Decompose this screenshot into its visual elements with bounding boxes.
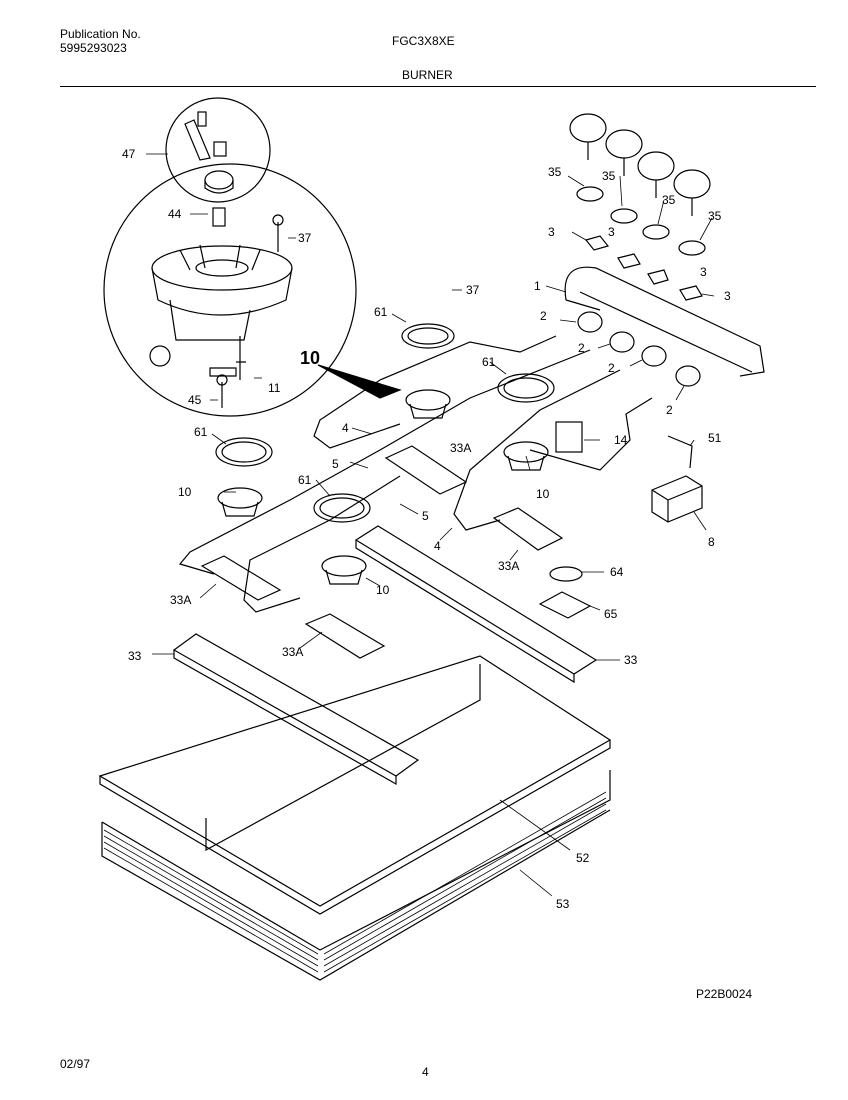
- callout-2-d: 2: [666, 403, 673, 417]
- gas-tubes: [178, 335, 653, 613]
- callout-45: 45: [188, 393, 202, 407]
- callout-3-b: 3: [608, 225, 615, 239]
- callout-11: 11: [268, 381, 281, 395]
- diagram-code: P22B0024: [696, 987, 752, 1001]
- callout-44: 44: [168, 207, 182, 221]
- callout-35-d: 35: [708, 209, 722, 223]
- callout-35-c: 35: [662, 193, 676, 207]
- publication-number: 5995293023: [60, 41, 127, 55]
- footer-date: 02/97: [60, 1057, 90, 1071]
- callout-3-d: 3: [724, 289, 731, 303]
- callout-52: 52: [576, 851, 590, 865]
- gas-manifold: [564, 235, 765, 387]
- callout-53: 53: [556, 897, 570, 911]
- callout-33a-b: 33A: [498, 559, 519, 573]
- page-number: 4: [422, 1065, 429, 1079]
- callout-14: 14: [614, 433, 628, 447]
- publication-label: Publication No.: [60, 27, 141, 41]
- leader-lines: [146, 153, 715, 897]
- callout-4-b: 4: [434, 539, 441, 553]
- callout-37: 37: [466, 283, 480, 297]
- callout-64: 64: [610, 565, 624, 579]
- callout-37-detail: 37: [298, 231, 312, 245]
- callout-65: 65: [604, 607, 618, 621]
- model-number: FGC3X8XE: [392, 34, 455, 48]
- callout-10-detail: 10: [300, 348, 320, 368]
- insulation-pad: [103, 791, 607, 973]
- detail-inset: [103, 97, 402, 417]
- callout-33-a: 33: [128, 649, 142, 663]
- callout-61-a: 61: [374, 305, 388, 319]
- callout-61-d: 61: [298, 473, 312, 487]
- control-knobs: [569, 113, 711, 256]
- callout-10-b: 10: [536, 487, 550, 501]
- callout-33a-d: 33A: [282, 645, 303, 659]
- callout-33-b: 33: [624, 653, 638, 667]
- callout-10-c: 10: [376, 583, 390, 597]
- callout-35-b: 35: [602, 169, 616, 183]
- callout-labels: 47 44 37 10 11 45 37 61 61 61 61 1 2 2 2…: [60, 147, 752, 1079]
- section-title: BURNER: [402, 68, 453, 82]
- callout-1: 1: [534, 279, 541, 293]
- callout-51: 51: [708, 431, 722, 445]
- callout-5-a: 5: [332, 457, 339, 471]
- callout-61-b: 61: [482, 355, 496, 369]
- header-rule: [60, 86, 816, 87]
- burners: [215, 323, 555, 585]
- spark-components: [538, 421, 703, 619]
- brackets-33a: [200, 445, 564, 659]
- callout-4-a: 4: [342, 421, 349, 435]
- callout-3-a: 3: [548, 225, 555, 239]
- callout-10-a: 10: [178, 485, 192, 499]
- callout-2-b: 2: [578, 341, 585, 355]
- callout-35-a: 35: [548, 165, 562, 179]
- callout-8: 8: [708, 535, 715, 549]
- callout-47: 47: [122, 147, 136, 161]
- callout-3-c: 3: [700, 265, 707, 279]
- callout-2-c: 2: [608, 361, 615, 375]
- callout-2-a: 2: [540, 309, 547, 323]
- callout-61-c: 61: [194, 425, 208, 439]
- callout-33a-a: 33A: [450, 441, 471, 455]
- callout-33a-c: 33A: [170, 593, 191, 607]
- cooktop-tray: [98, 655, 612, 981]
- callout-5-b: 5: [422, 509, 429, 523]
